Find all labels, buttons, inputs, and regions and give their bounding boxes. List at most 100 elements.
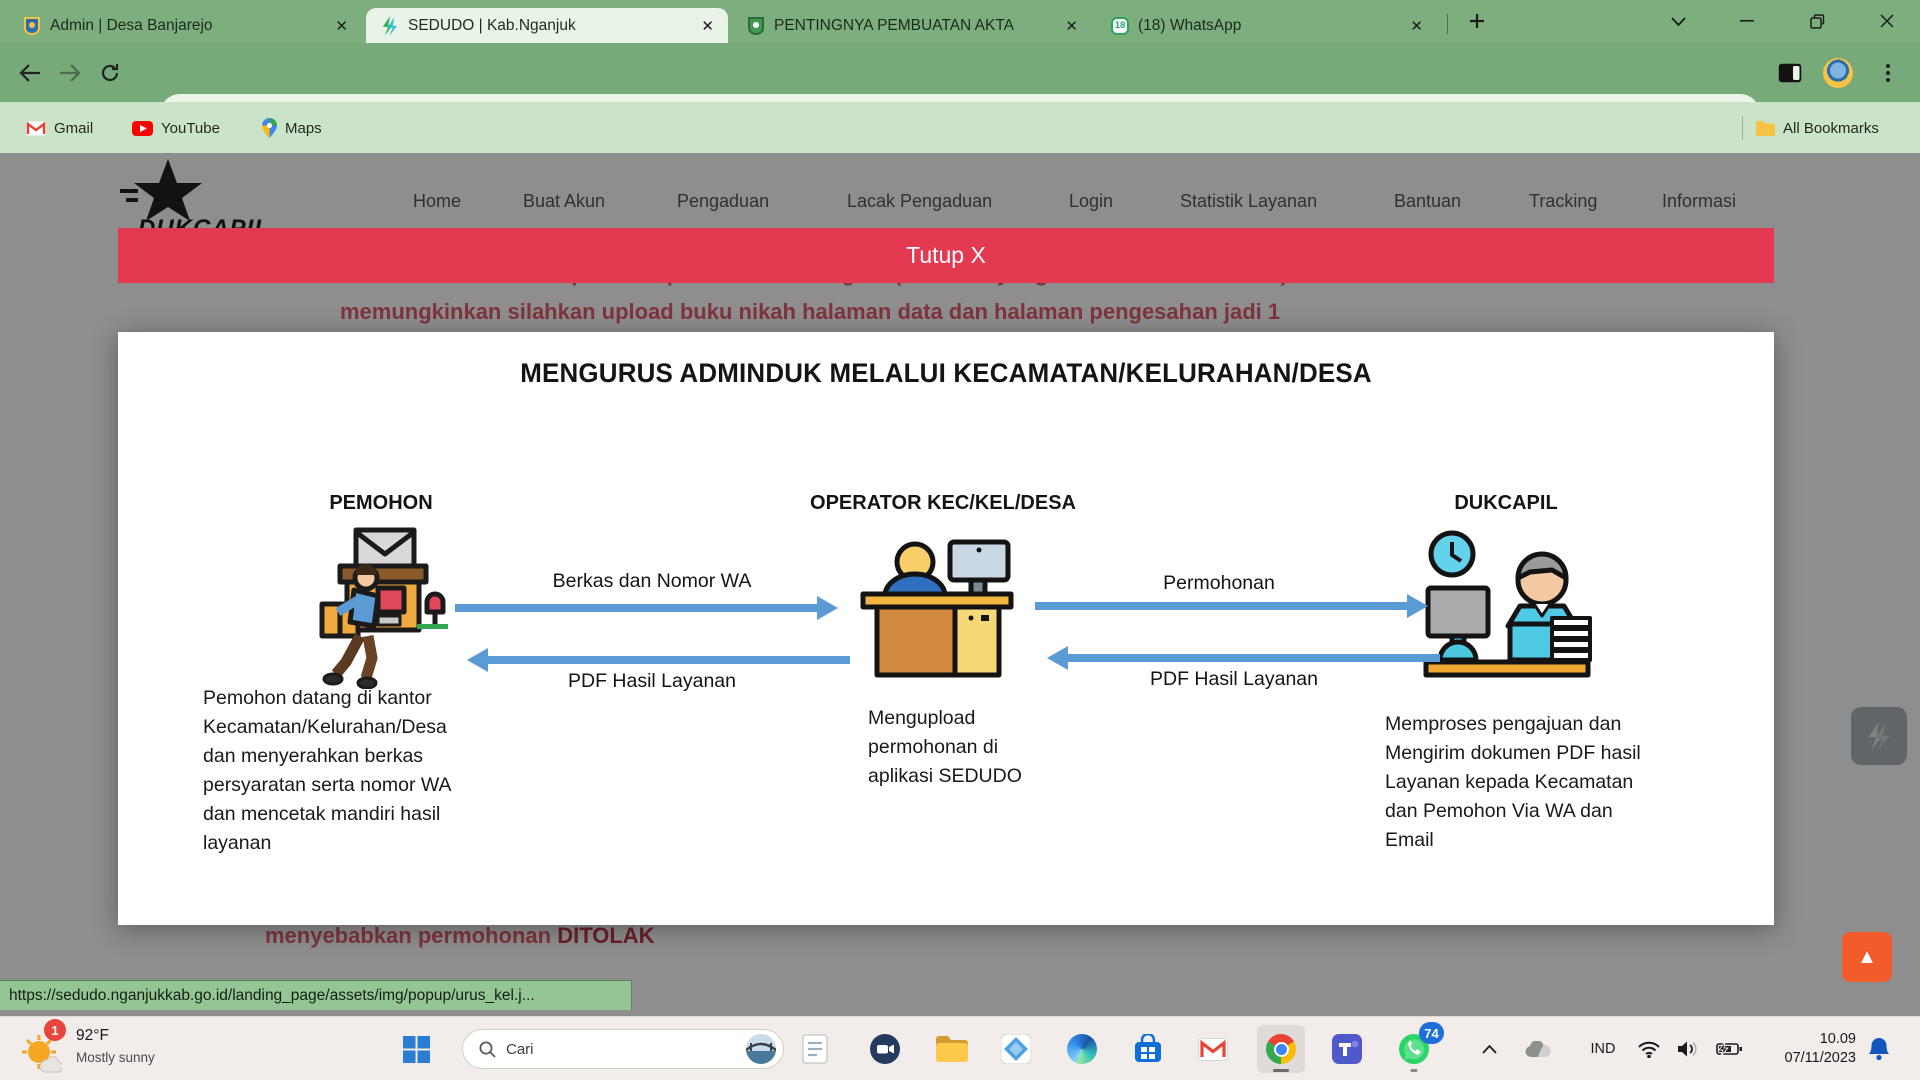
column-label-dukcapil: DUKCAPIL bbox=[1454, 492, 1558, 514]
search-placeholder: Cari bbox=[506, 1040, 534, 1058]
reload-icon bbox=[101, 64, 119, 82]
forward-button[interactable] bbox=[52, 55, 88, 91]
tab-admin-desa[interactable]: Admin | Desa Banjarejo ✕ bbox=[8, 8, 362, 43]
reload-button[interactable] bbox=[92, 55, 128, 91]
arrow-permohonan bbox=[1035, 594, 1428, 618]
tray-language[interactable]: IND bbox=[1583, 1017, 1623, 1081]
all-bookmarks-label: All Bookmarks bbox=[1783, 119, 1879, 137]
column-label-pemohon: PEMOHON bbox=[329, 492, 433, 514]
bookmark-youtube[interactable]: YouTube bbox=[132, 115, 220, 141]
tab-search-button[interactable] bbox=[1655, 0, 1701, 42]
gmail-icon bbox=[26, 121, 46, 135]
youtube-icon bbox=[132, 120, 153, 136]
tray-notifications[interactable] bbox=[1858, 1017, 1900, 1081]
tab-title: PENTINGNYA PEMBUATAN AKTA bbox=[774, 16, 1015, 34]
bookmarks-divider bbox=[1742, 116, 1743, 140]
taskbar-camera-app[interactable] bbox=[861, 1025, 909, 1073]
side-panel-icon bbox=[1778, 63, 1802, 83]
taskbar-edge[interactable] bbox=[1058, 1025, 1106, 1073]
scroll-to-top-button[interactable]: ▲ bbox=[1842, 932, 1892, 982]
photos-icon bbox=[1001, 1034, 1031, 1064]
minimize-button[interactable] bbox=[1724, 0, 1770, 42]
whatsapp-unread-count: 18 bbox=[1111, 16, 1129, 35]
nav-tracking[interactable]: Tracking bbox=[1529, 191, 1598, 211]
tray-battery[interactable] bbox=[1710, 1017, 1748, 1081]
notepad-icon bbox=[802, 1034, 828, 1064]
search-highlight-photo[interactable] bbox=[745, 1033, 777, 1065]
three-dots-icon bbox=[1886, 64, 1890, 82]
tray-wifi[interactable] bbox=[1632, 1017, 1666, 1081]
taskbar: 1 92°F Mostly sunny Cari bbox=[0, 1016, 1920, 1080]
restore-icon bbox=[1809, 13, 1824, 29]
browser-menu-button[interactable] bbox=[1870, 55, 1906, 91]
nav-bantuan[interactable]: Bantuan bbox=[1394, 191, 1462, 211]
whatsapp-badge-icon: 18 bbox=[1110, 16, 1130, 36]
popup-modal: MENGURUS ADMINDUK MELALUI KECAMATAN/KELU… bbox=[118, 332, 1774, 925]
floating-sedudo-widget[interactable] bbox=[1851, 707, 1907, 765]
tray-clock[interactable]: 10.09 07/11/2023 bbox=[1752, 1017, 1857, 1081]
caption-operator: Mengupload permohonan di aplikasi SEDUDO bbox=[868, 707, 1022, 787]
plus-icon bbox=[1470, 14, 1484, 28]
arrow-pdf-left bbox=[467, 648, 850, 672]
nav-statistik-layanan[interactable]: Statistik Layanan bbox=[1180, 191, 1318, 211]
weather-condition: Mostly sunny bbox=[76, 1050, 155, 1065]
taskbar-gmail[interactable] bbox=[1189, 1025, 1237, 1073]
arrow-label-pdf-right: PDF Hasil Layanan bbox=[1150, 668, 1318, 690]
taskbar-photos[interactable] bbox=[992, 1025, 1040, 1073]
popup-close-banner[interactable]: Tutup X bbox=[118, 228, 1774, 283]
weather-sun-icon bbox=[22, 1035, 62, 1073]
tray-show-hidden-icons[interactable] bbox=[1472, 1017, 1506, 1081]
taskbar-search[interactable]: Cari bbox=[462, 1029, 784, 1069]
arrow-label-berkas: Berkas dan Nomor WA bbox=[552, 570, 752, 592]
arrow-up-icon: ▲ bbox=[1857, 945, 1877, 968]
taskbar-store[interactable] bbox=[1124, 1025, 1172, 1073]
nav-lacak-pengaduan[interactable]: Lacak Pengaduan bbox=[847, 191, 993, 211]
popup-bottom-text-normal: menyebabkan permohonan bbox=[265, 923, 558, 948]
tab-sedudo[interactable]: SEDUDO | Kab.Nganjuk ✕ bbox=[366, 8, 728, 43]
column-label-operator: OPERATOR KEC/KEL/DESA bbox=[810, 492, 1076, 514]
nav-pengaduan[interactable]: Pengaduan bbox=[677, 191, 770, 211]
file-explorer-icon bbox=[936, 1036, 968, 1062]
all-bookmarks-button[interactable]: All Bookmarks bbox=[1756, 115, 1879, 141]
bookmark-gmail[interactable]: Gmail bbox=[26, 115, 93, 141]
tab-title: SEDUDO | Kab.Nganjuk bbox=[408, 16, 576, 34]
close-icon[interactable]: ✕ bbox=[1065, 17, 1078, 35]
popup-bottom-text-bold: DITOLAK bbox=[557, 923, 655, 948]
clock-time: 10.09 bbox=[1819, 1031, 1856, 1047]
taskbar-whatsapp[interactable]: 74 bbox=[1390, 1022, 1444, 1073]
back-button[interactable] bbox=[12, 55, 48, 91]
weather-widget[interactable]: 1 92°F Mostly sunny bbox=[10, 1017, 190, 1081]
taskbar-file-explorer[interactable] bbox=[928, 1025, 976, 1073]
taskbar-chrome[interactable] bbox=[1257, 1025, 1305, 1073]
running-app-indicator bbox=[1410, 1069, 1418, 1072]
arrow-pdf-right bbox=[1047, 646, 1440, 670]
restore-button[interactable] bbox=[1794, 0, 1840, 42]
onedrive-cloud-icon bbox=[1525, 1040, 1551, 1057]
nav-informasi[interactable]: Informasi bbox=[1662, 191, 1737, 211]
taskbar-teams[interactable] bbox=[1323, 1025, 1371, 1073]
close-icon[interactable]: ✕ bbox=[335, 17, 348, 35]
nav-home[interactable]: Home bbox=[413, 191, 462, 211]
folder-icon bbox=[1756, 120, 1775, 136]
tab-divider bbox=[1447, 14, 1448, 34]
sedudo-logo-icon bbox=[380, 15, 400, 36]
start-button[interactable] bbox=[392, 1025, 440, 1073]
minimize-icon bbox=[1740, 20, 1754, 22]
whatsapp-taskbar-badge: 74 bbox=[1419, 1022, 1444, 1044]
tab-pentingnya-akta[interactable]: PENTINGNYA PEMBUATAN AKTA ✕ bbox=[732, 8, 1092, 43]
close-window-button[interactable] bbox=[1864, 0, 1910, 42]
close-icon[interactable]: ✕ bbox=[1410, 17, 1423, 35]
tab-whatsapp[interactable]: 18 (18) WhatsApp ✕ bbox=[1096, 8, 1437, 43]
new-tab-button[interactable] bbox=[1455, 0, 1499, 42]
taskbar-notepad[interactable] bbox=[791, 1025, 839, 1073]
nav-login[interactable]: Login bbox=[1069, 191, 1114, 211]
profile-avatar[interactable] bbox=[1820, 55, 1856, 91]
popup-notice-line2: memungkinkan silahkan upload buku nikah … bbox=[340, 299, 1281, 324]
bookmark-label: Gmail bbox=[54, 119, 94, 137]
side-panel-button[interactable] bbox=[1772, 55, 1808, 91]
close-icon[interactable]: ✕ bbox=[701, 17, 714, 35]
tray-volume[interactable] bbox=[1670, 1017, 1706, 1081]
tray-onedrive[interactable] bbox=[1520, 1017, 1556, 1081]
bookmark-maps[interactable]: Maps bbox=[262, 115, 322, 141]
nav-buat-akun[interactable]: Buat Akun bbox=[523, 191, 606, 211]
